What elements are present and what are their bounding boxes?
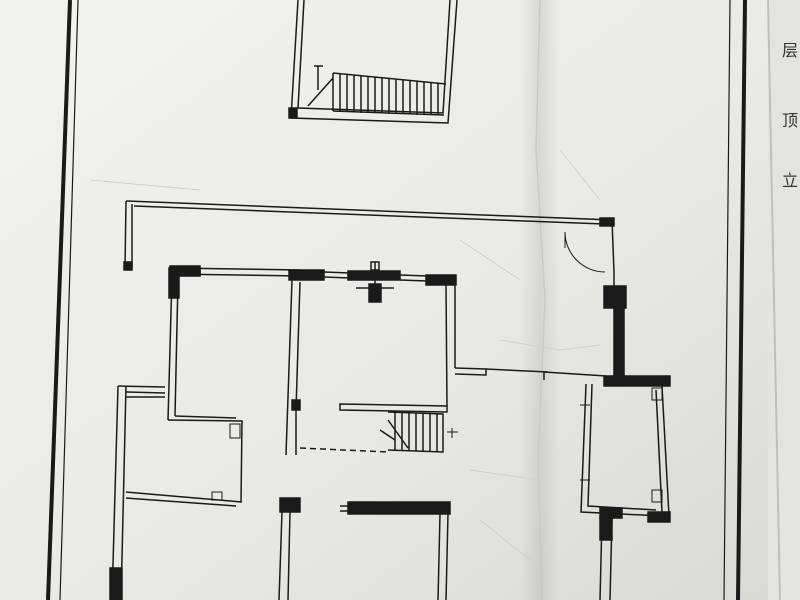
lower-staircase (379, 411, 458, 453)
margin-glyph: 顶 (782, 111, 798, 130)
paper-wrinkles (89, 149, 601, 561)
balcony-door-swing (564, 231, 606, 273)
drawing-frame (46, 0, 747, 600)
fold-crease (520, 0, 560, 600)
margin-glyph: 立 (782, 171, 798, 190)
main-floor-plan (109, 200, 671, 600)
flue-symbol (356, 261, 394, 303)
second-sheet (768, 0, 800, 600)
upper-staircase (307, 65, 447, 116)
upper-floor-plan (288, 0, 458, 124)
margin-glyph: 层 (782, 41, 798, 60)
